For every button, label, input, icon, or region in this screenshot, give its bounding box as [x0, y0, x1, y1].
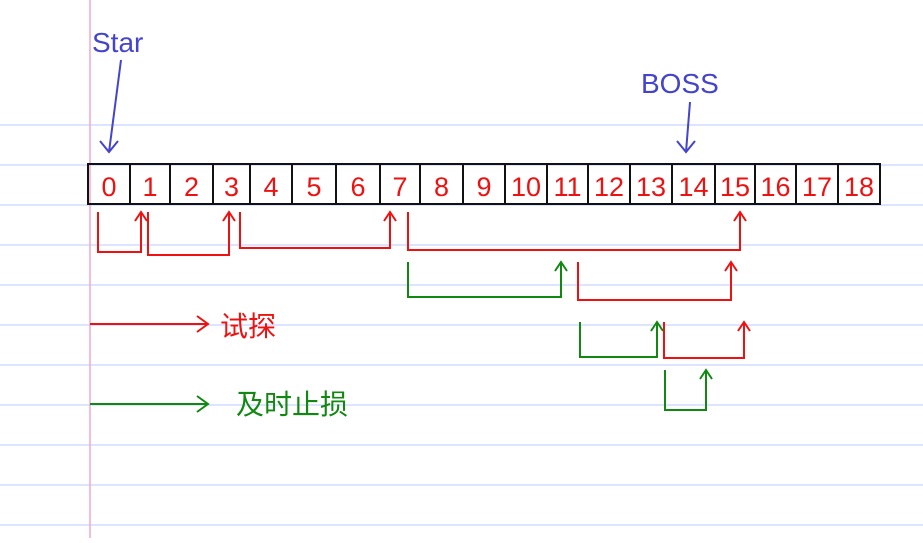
- legend-probe-arrowhead: [196, 315, 210, 333]
- cell-index-12: 12: [594, 172, 624, 202]
- probe-jump-13-to-15: [663, 322, 745, 359]
- jump-arrows: [97, 210, 751, 411]
- cell-index-0: 0: [101, 172, 116, 202]
- stoploss-jump-11-to-13: [579, 322, 658, 358]
- probe-jump-11-to-15: [577, 262, 732, 301]
- cell-index-7: 7: [392, 172, 407, 202]
- cell-index-9: 9: [476, 172, 491, 202]
- probe-jump-7-to-15-head: [733, 210, 747, 222]
- probe-jump-3-to-7: [239, 212, 391, 249]
- boss-pointer-arrow: [685, 101, 691, 153]
- cell-index-17: 17: [802, 172, 832, 202]
- cell-row-border: [87, 163, 881, 205]
- probe-jump-0-to-1: [97, 212, 142, 253]
- cell-index-13: 13: [636, 172, 666, 202]
- cell-index-8: 8: [434, 172, 449, 202]
- probe-jump-3-to-7-head: [383, 210, 397, 222]
- probe-jump-13-to-15-head: [737, 320, 751, 332]
- cell-index-3: 3: [224, 172, 239, 202]
- start-label: Star: [92, 27, 143, 58]
- pointer-arrows: [99, 59, 696, 154]
- cell-index-11: 11: [553, 172, 581, 202]
- boss-label: BOSS: [641, 68, 719, 99]
- cell-index-4: 4: [263, 172, 278, 202]
- legend-probe-label: 试探: [220, 310, 276, 343]
- start-pointer-arrow: [108, 59, 122, 153]
- cell-index-10: 10: [511, 172, 541, 202]
- cell-index-14: 14: [678, 172, 708, 202]
- stoploss-jump-7-to-11-head: [554, 260, 568, 272]
- cell-index-5: 5: [306, 172, 321, 202]
- probe-jump-1-to-3: [147, 212, 230, 256]
- start-pointer-arrow-head: [99, 140, 119, 154]
- cell-index-6: 6: [350, 172, 365, 202]
- probe-jump-1-to-3-head: [222, 210, 236, 222]
- stoploss-jump-11-to-13-head: [650, 320, 664, 332]
- probe-jump-7-to-15: [407, 212, 741, 251]
- cell-index-1: 1: [142, 172, 157, 202]
- stoploss-jump-13-to-14-head: [699, 368, 713, 380]
- probe-jump-0-to-1-head: [134, 210, 148, 222]
- legend-stoploss-arrowhead: [196, 395, 210, 413]
- cell-index-16: 16: [760, 172, 790, 202]
- cell-index-2: 2: [184, 172, 199, 202]
- stoploss-jump-7-to-11: [407, 262, 562, 298]
- boss-pointer-arrow-head: [676, 140, 696, 154]
- probe-jump-11-to-15-head: [724, 260, 738, 272]
- cell-index-15: 15: [720, 172, 750, 202]
- cell-index-18: 18: [844, 172, 874, 202]
- stoploss-jump-13-to-14: [664, 370, 707, 411]
- legend-stoploss-label: 及时止损: [236, 388, 348, 421]
